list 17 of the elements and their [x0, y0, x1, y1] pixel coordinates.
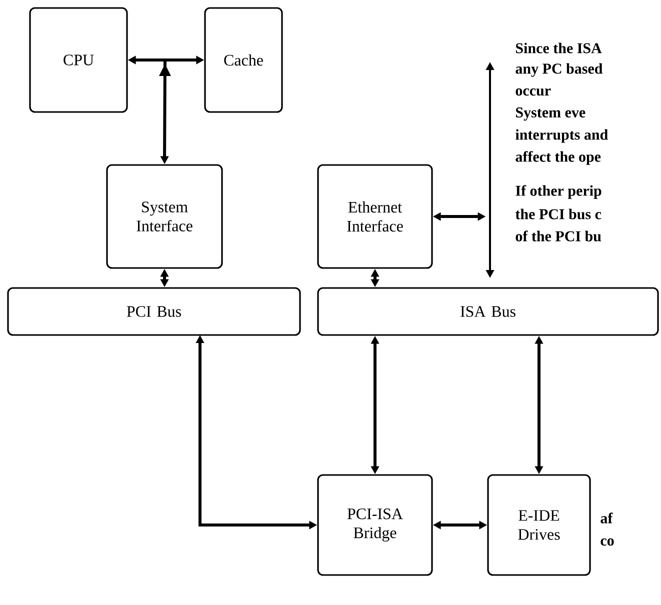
bus-box: PCI Bus	[7, 287, 301, 336]
bus-box: ISA Bus	[317, 287, 659, 336]
note-text: Since the ISA	[516, 42, 602, 54]
note-text: affect the ope	[516, 151, 601, 165]
component-box: PCI-ISA Bridge	[317, 474, 433, 576]
note-text: the PCI bus c	[515, 208, 602, 220]
component-box: Ethernet Interface	[317, 164, 433, 269]
component-box: System Interface	[106, 164, 223, 269]
note-text: System eve	[516, 107, 586, 121]
component-box: CPU	[29, 7, 128, 113]
note-text: any PC based	[516, 63, 603, 77]
note-text: interrupts and	[516, 129, 608, 143]
note-text: occur	[516, 88, 551, 96]
note-text: If other perip	[516, 185, 602, 199]
component-box: Cache	[204, 7, 283, 113]
note-text: of the PCI bu	[516, 230, 602, 242]
component-box: E-IDE Drives	[487, 474, 591, 576]
